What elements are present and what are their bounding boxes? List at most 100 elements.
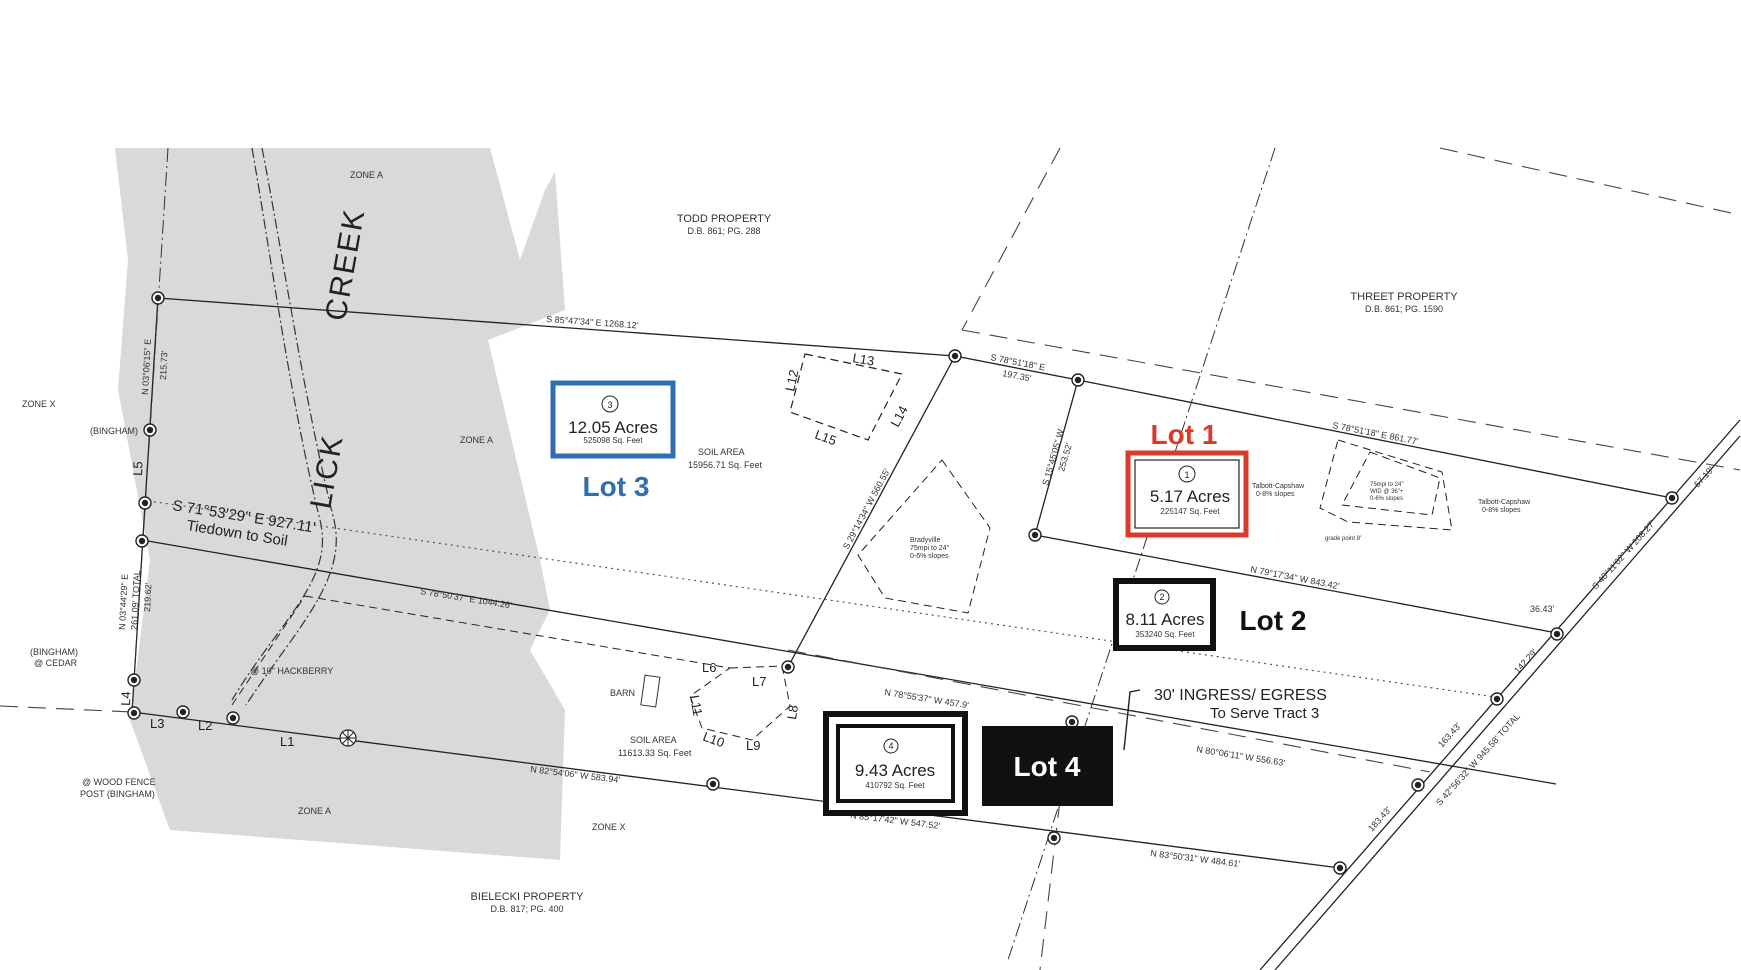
bradyville-label-3: 0-6% slopes [910,553,949,560]
bearing-east-2: S 42°56'32" W 945.58' TOTAL [1434,711,1522,807]
line-label-l2: L2 [198,718,212,733]
bearing-east-d4: 163.43' [1436,721,1463,750]
line-label-l6: L6 [702,660,716,675]
wood-fence-label-2: POST (BINGHAM) [80,789,155,799]
soil-area-lot3 [789,353,903,441]
hackberry-label: @ 10" HACKBERRY [250,666,333,676]
line-label-l8: L8 [784,704,801,720]
lot2-sqft: 353240 Sq. Feet [1135,630,1195,639]
zone-x-bot: ZONE X [592,822,626,832]
lot1-acres: 5.17 Acres [1150,487,1230,506]
lot4-marker[interactable]: 4 9.43 Acres 410792 Sq. Feet Lot 4 [823,711,1113,816]
lot3-number-circle [601,395,619,413]
soil-area-lot1 [1319,439,1453,531]
line-label-l4: L4 [118,691,133,706]
lot3-acres: 12.05 Acres [568,418,658,437]
lot4-sqft: 410792 Sq. Feet [865,781,925,790]
bearing-north-line: S 85°47'34" E 1268.12' [546,314,639,330]
bearing-lot1-top: S 78°51'18" E [990,352,1046,372]
bearing-west-bot: N 03°44'29" E [117,574,130,631]
lot3-box [550,380,676,459]
bearing-diag1: S 29°14'34" W 560.55' [841,467,892,551]
lot1-inner-box [1134,459,1240,529]
line-label-l10: L10 [701,729,727,751]
lot3-label: Lot 3 [583,471,650,502]
lot3-marker[interactable]: 3 12.05 Acres 525098 Sq. Feet Lot 3 [550,380,676,502]
line-label-l14: L14 [887,403,910,429]
bearing-west-top: N 03°06'15" E [140,339,153,396]
lot2-number-circle [1154,589,1170,605]
lot2-number: 2 [1159,592,1164,602]
creek-centerline-a [231,147,324,701]
wood-fence-label-1: @ WOOD FENCE [82,777,156,787]
ingress-label-2: To Serve Tract 3 [1210,705,1319,722]
bearing-west-top-dist: 215.73' [158,350,170,380]
capshaw-left-1: Talbott-Capshaw [1252,483,1305,490]
ingress-bracket [1123,689,1141,751]
line-label-l15: L15 [813,427,839,449]
zone-a-bot: ZONE A [298,806,331,816]
line-labels: L1 L2 L3 L4 L5 L6 L7 L8 L9 L10 L11 L12 L… [118,350,911,753]
ingress-label-1: 30' INGRESS/ EGRESS [1154,687,1327,704]
lot4-label: Lot 4 [1014,751,1081,782]
lot1-box [1125,450,1249,538]
lot1-soil-1: 75mpi to 24" [1370,482,1403,488]
bradyville-area [857,459,991,614]
tree-symbol-spokes [340,730,356,746]
todd-property-name: TODD PROPERTY [677,213,772,225]
bingham-label: (BINGHAM) [90,426,138,436]
lot1-label: Lot 1 [1151,419,1218,450]
zone-a-top: ZONE A [350,170,383,180]
line-label-l3: L3 [150,716,164,731]
bearing-west-bot-3: 219.62' [142,582,154,612]
bielecki-property-deed: D.B. 817; PG. 400 [490,904,563,914]
soil-area-1-sqft: 15956.71 Sq. Feet [688,460,763,470]
lot4-number-circle [883,738,899,754]
creek-flood-zone [115,148,565,860]
lot4-inner-box [836,724,955,803]
bearing-lot4-mid: N 80°06'11" W 556.63' [1196,744,1286,768]
barn-label: BARN [610,688,635,698]
lot3-sqft: 525098 Sq. Feet [583,436,643,445]
lot4-box [823,711,968,816]
soil-area-2-label: SOIL AREA [630,735,677,745]
line-label-l1: L1 [280,734,294,749]
bearing-east-d2: 36.43' [1530,604,1555,614]
lot1-marker[interactable]: 1 5.17 Acres 225147 Sq. Feet Lot 1 [1125,419,1249,538]
line-label-l11: L11 [687,694,705,717]
bradyville-label-1: Bradyville [910,537,940,544]
line-label-l9: L9 [746,738,760,753]
lot1-number-circle [1178,465,1196,483]
zone-x-left: ZONE X [22,399,56,409]
lot2-label: Lot 2 [1240,605,1307,636]
easement-lines [0,147,1741,970]
bielecki-property-name: BIELECKI PROPERTY [471,891,585,903]
capshaw-right-2: 0-8% slopes [1482,507,1521,514]
bearing-east-1: S 40°11'02" W 208.27' [1590,518,1657,591]
lot4-acres: 9.43 Acres [855,761,935,780]
lot1-sqft: 225147 Sq. Feet [1160,507,1220,516]
capshaw-right-1: Talbott-Capshaw [1478,499,1531,506]
lot1-soil-2: WID @ 36"+ [1370,489,1404,495]
lot4-number: 4 [888,741,893,751]
bearing-west-bot-2: 261.09' TOTAL [129,570,142,630]
grade-point-label: grade point 8' [1325,536,1361,542]
soil-area-1-label: SOIL AREA [698,447,745,457]
lot1-number: 1 [1184,470,1189,480]
bearing-east-d5: 183.43' [1366,805,1393,834]
todd-property-deed: D.B. 861; PG. 288 [687,226,760,236]
lot1-soil-3: 0-6% slopes [1370,496,1403,502]
barn-outline [640,674,661,708]
zone-a-mid: ZONE A [460,435,493,445]
line-label-l5: L5 [130,461,145,476]
lot3-number: 3 [607,400,612,410]
bingham-cedar-label-1: (BINGHAM) [30,647,78,657]
lot2-marker[interactable]: 2 8.11 Acres 353240 Sq. Feet Lot 2 [1113,578,1307,651]
monuments [127,291,1679,875]
lot4-label-bg [982,726,1113,806]
line-label-l13: L13 [851,350,875,369]
lot2-acres: 8.11 Acres [1125,610,1204,629]
threet-property-deed: D.B. 861; PG. 1590 [1365,304,1443,314]
bearing-south-e: N 83°50'31" W 484.61' [1150,848,1241,869]
